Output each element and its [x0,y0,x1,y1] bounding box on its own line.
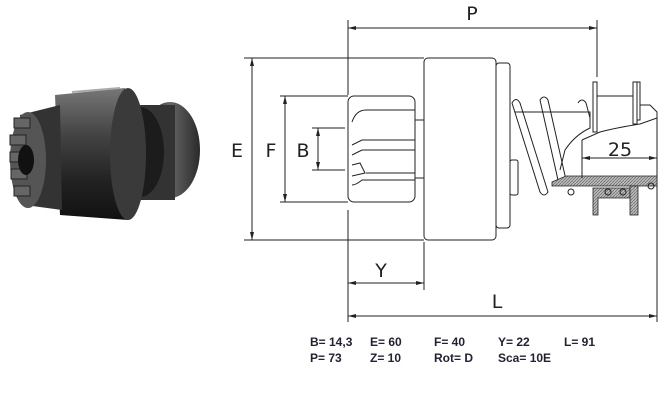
spec-z: Z= 10 [370,351,402,365]
spec-b: B= 14,3 [310,335,353,349]
dimension-label-l: L [492,291,503,313]
technical-drawing: P E F B Y L 25 [231,3,658,322]
dimension-label-e: E [231,140,243,162]
spec-f: F= 40 [434,335,466,349]
spec-l: L= 91 [564,335,596,349]
dimension-label-stroke: 25 [608,139,632,161]
pinion-outline [347,95,416,203]
dimension-label-p: P [466,3,477,25]
spec-e: E= 60 [370,335,402,349]
clutch-body [423,57,497,241]
spec-sca: Sca= 10E [498,351,552,365]
spec-y: Y= 22 [498,335,530,349]
dimension-label-b: B [296,140,309,162]
dimension-label-f: F [266,140,277,162]
spec-rot: Rot= D [434,351,473,365]
product-photo [9,87,200,220]
dimension-label-y: Y [374,260,387,282]
spec-p: P= 73 [310,351,342,365]
